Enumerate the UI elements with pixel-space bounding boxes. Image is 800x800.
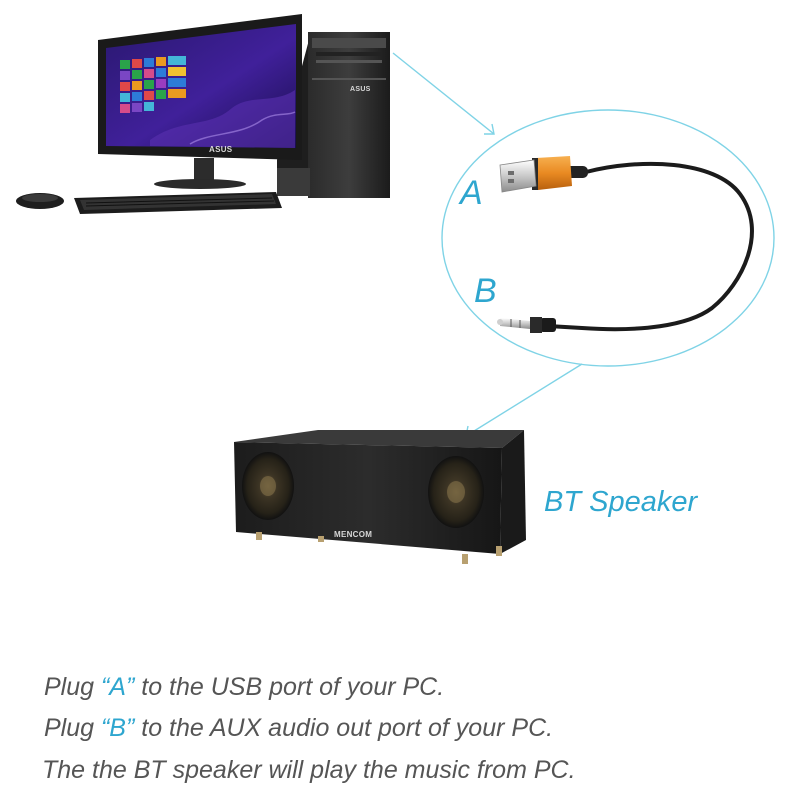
speaker-foot [256,532,262,540]
instruction-highlight: “A” [100,673,135,701]
tower-brand-logo: ASUS [350,86,371,93]
monitor-brand-logo: ASUS [209,145,233,154]
bt-speaker [234,430,526,564]
instruction-line-2: Plug “B” to the AUX audio out port of yo… [44,714,553,743]
instruction-highlight: “B” [100,714,135,742]
bt-speaker-label: BT Speaker [544,486,698,518]
usb-plug-a [499,156,588,193]
label-a: A [460,174,483,212]
arrow-pc-to-cable [392,52,495,135]
pc-tower [308,32,390,198]
aux-plug-b [497,317,556,333]
label-b: B [474,272,497,310]
instruction-text: Plug [44,714,101,742]
instruction-text: to the AUX audio out port of your PC. [134,714,554,742]
instruction-text: to the USB port of your PC. [134,673,445,701]
start-screen-tiles [120,56,186,113]
callout-circle [441,109,775,367]
audio-cable [546,161,754,332]
instruction-text: Plug [44,673,101,701]
monitor-stand [154,179,246,189]
instruction-text: The the BT speaker will play the music f… [42,756,576,784]
arrow-cable-to-speaker [465,363,583,438]
instruction-line-3: The the BT speaker will play the music f… [42,756,576,785]
instruction-line-1: Plug “A” to the USB port of your PC. [44,673,444,702]
speaker-brand-logo: MENCOM [334,530,373,539]
computer-illustration [16,14,390,214]
